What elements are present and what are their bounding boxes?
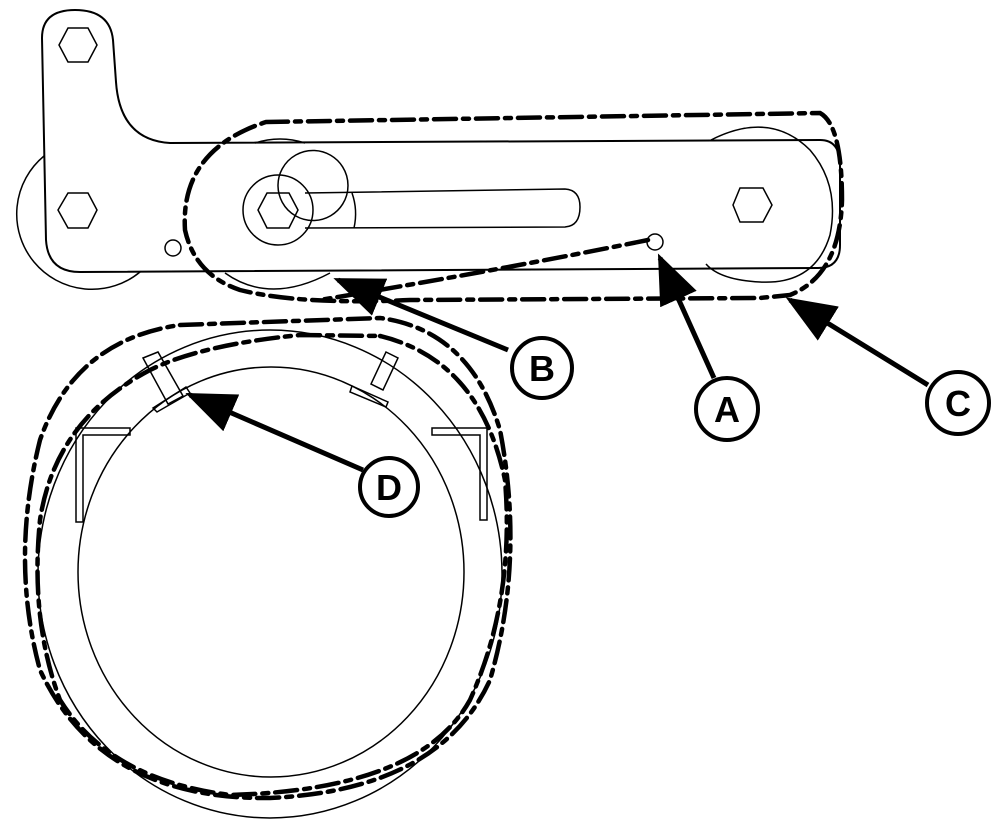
leader-c xyxy=(785,297,930,388)
left-tab xyxy=(141,351,185,406)
leaders xyxy=(185,253,930,473)
hex-bolt-top-left xyxy=(58,27,98,63)
hex-bolt-lower-left xyxy=(57,192,98,229)
leader-d xyxy=(185,392,364,473)
callout-c: C xyxy=(925,370,991,436)
pivot-hole xyxy=(164,239,182,257)
callout-a-label: A xyxy=(714,389,740,430)
left-l-bracket xyxy=(75,427,131,523)
callout-a: A xyxy=(694,376,760,442)
leader-a xyxy=(657,253,717,380)
callout-d: D xyxy=(358,456,420,518)
right-pulley xyxy=(705,126,834,283)
mounting-bracket xyxy=(40,8,841,274)
right-tab xyxy=(370,350,399,392)
drum-pulley xyxy=(37,329,503,819)
belt xyxy=(22,110,845,801)
bolt-washer xyxy=(242,174,314,246)
hex-bolt-right xyxy=(732,187,773,223)
callout-c-label: C xyxy=(945,383,971,424)
callout-d-label: D xyxy=(376,467,402,508)
left-pulley xyxy=(15,155,141,291)
tension-hole xyxy=(646,233,664,251)
adjustment-arm xyxy=(242,149,773,251)
callout-b-label: B xyxy=(529,348,555,389)
callout-b: B xyxy=(510,336,574,400)
hex-bolt-slot xyxy=(257,192,299,229)
leader-b xyxy=(333,277,509,353)
idler-pulley-b xyxy=(224,138,331,290)
